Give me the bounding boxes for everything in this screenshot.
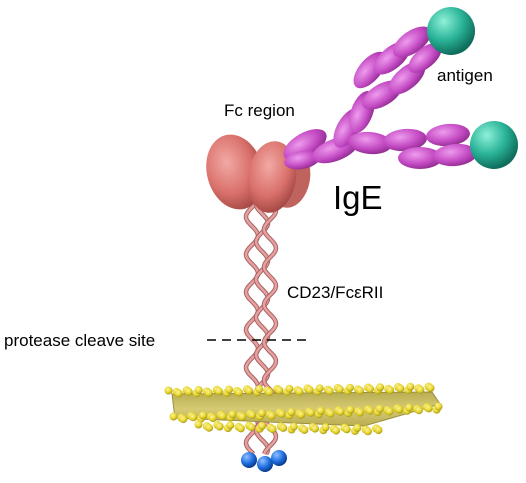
lipid-head [194, 386, 203, 394]
lipid-head [214, 387, 223, 396]
lipid-head [236, 424, 245, 433]
lipid-head [205, 423, 214, 432]
lipid-head [218, 412, 227, 421]
fc-region-label: Fc region [224, 101, 295, 120]
lipid-head [198, 411, 207, 420]
lipid-head [416, 385, 425, 394]
lipid-head [336, 407, 345, 416]
lipid-head [297, 410, 306, 419]
ige-label: IgE [333, 179, 383, 216]
lipid-head [405, 403, 414, 412]
lipid-head [345, 383, 354, 392]
lectin-head [206, 134, 311, 213]
lipid-head [365, 406, 374, 415]
lipid-head [321, 423, 330, 432]
receptor-label: CD23/FcεRII [287, 283, 384, 302]
lipid-head [306, 408, 315, 417]
lipid-head [174, 389, 183, 398]
lipid-head [356, 386, 364, 395]
lipid-head [385, 407, 394, 416]
lipid-head [204, 388, 213, 397]
lipid-head [325, 387, 334, 395]
lipid-head [248, 411, 256, 419]
lipid-head [279, 423, 288, 432]
lipid-head [275, 386, 284, 395]
lipid-head [226, 421, 235, 430]
lipid-head [300, 425, 309, 434]
lipid-head [305, 385, 314, 394]
lipid-head [228, 410, 237, 419]
lipid-head [164, 386, 173, 395]
lipid-head [267, 411, 276, 420]
lipid-head [375, 404, 384, 413]
cleave-site-label: protease cleave site [4, 331, 156, 350]
lipid-head [395, 405, 404, 414]
cytoplasmic-bead [271, 450, 287, 466]
ige-antibody [283, 26, 477, 170]
lipid-head [169, 412, 178, 421]
cytoplasmic-bead [241, 452, 257, 468]
lipid-head [396, 384, 405, 393]
lipid-head [179, 415, 188, 424]
lipid-head [238, 412, 247, 421]
lipid-head [257, 409, 266, 418]
lipid-head [406, 382, 415, 391]
lipid-head [315, 384, 324, 393]
cytoplasmic-bead [257, 456, 273, 472]
cytoplasmic-tail [241, 450, 287, 472]
lipid-head [215, 422, 224, 431]
lipid-head [184, 387, 193, 396]
lipid-head [189, 413, 198, 422]
lipid-head [366, 384, 374, 393]
antigen-label: antigen [437, 66, 493, 85]
lipid-head [258, 421, 266, 430]
lipid-head [208, 414, 217, 422]
lipid-head [342, 425, 351, 434]
lipid-head [265, 388, 274, 396]
lipid-head [434, 402, 443, 411]
lipid-head [225, 385, 233, 394]
lipid-head [353, 424, 362, 432]
lipid-head [346, 405, 355, 414]
lipid-head [287, 408, 296, 417]
lipid-head [268, 425, 277, 434]
lipid-head [332, 426, 341, 435]
lipid-head [356, 408, 364, 417]
lipid-head [295, 387, 304, 396]
lipid-head [245, 386, 254, 395]
lipid-head [235, 388, 243, 397]
lipid-head [376, 383, 385, 392]
lipid-head [289, 422, 298, 431]
lipid-head [311, 424, 319, 433]
lipid-head [247, 423, 256, 432]
lipid-head [424, 404, 433, 413]
lipid-head [194, 420, 203, 429]
lipid-head [316, 406, 325, 415]
lipid-head [386, 386, 395, 395]
lipid-head [285, 384, 294, 393]
lipid-head [335, 385, 344, 394]
lipid-head [255, 385, 264, 394]
lipid-head [277, 409, 286, 418]
lipid-head [426, 384, 435, 392]
lipid-head [326, 409, 335, 418]
lipid-bilayer [164, 382, 443, 436]
lipid-head [374, 426, 383, 434]
lipid-head [363, 427, 372, 436]
antigen-sphere [427, 7, 518, 169]
lipid-head [414, 406, 423, 415]
